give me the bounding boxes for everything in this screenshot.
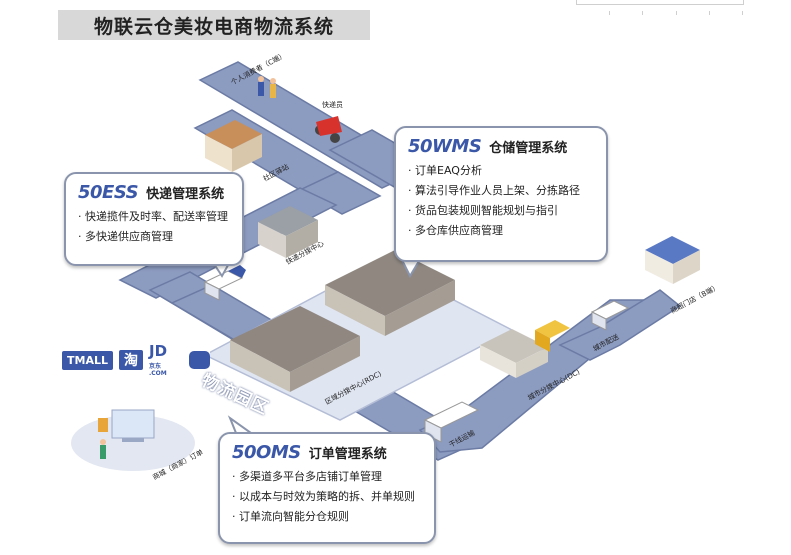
merchant-order-platform — [71, 409, 195, 471]
jd-logo-text: JD — [148, 342, 168, 360]
list-item: 订单流向智能分仓规则 — [232, 507, 422, 527]
oms-brand: 50OMS — [232, 442, 301, 463]
delivery-truck-1 — [203, 265, 246, 301]
courier-label: 快递员 — [322, 101, 343, 109]
dc-warehouse — [480, 329, 548, 378]
trunk-truck — [423, 401, 480, 443]
jd-logo-com: .COM — [148, 369, 167, 377]
wms-title: 仓储管理系统 — [489, 141, 568, 156]
delivery-truck-2 — [590, 300, 630, 331]
pinduoduo-logo — [189, 351, 210, 369]
jd-logo-cn: 京东 — [148, 362, 161, 370]
retail-store-building — [645, 236, 700, 284]
list-item: 货品包装规则智能规划与指引 — [408, 201, 594, 221]
oms-feature-list: 多渠道多平台多店铺订单管理 以成本与时效为策略的拆、并单规则 订单流向智能分仓规… — [232, 467, 422, 527]
community-station-building — [205, 120, 262, 172]
rdc-warehouse-1 — [230, 306, 360, 392]
ess-brand: 50ESS — [78, 182, 139, 203]
list-item: 以成本与时效为策略的拆、并单规则 — [232, 487, 422, 507]
list-item: 快递揽件及时率、配送率管理 — [78, 207, 230, 227]
express-center-building — [258, 206, 318, 258]
list-item: 多渠道多平台多店铺订单管理 — [232, 467, 422, 487]
courier-scooter — [315, 116, 342, 143]
list-item: 多仓库供应商管理 — [408, 221, 594, 241]
oms-callout: 50OMS 订单管理系统 多渠道多平台多店铺订单管理 以成本与时效为策略的拆、并… — [218, 432, 436, 544]
ess-title: 快递管理系统 — [146, 187, 225, 202]
ess-callout: 50ESS 快递管理系统 快递揽件及时率、配送率管理 多快递供应商管理 — [64, 172, 244, 266]
oms-title: 订单管理系统 — [308, 447, 387, 462]
wms-feature-list: 订单EAQ分析 算法引导作业人员上架、分拣路径 货品包装规则智能规划与指引 多仓… — [408, 161, 594, 241]
top-right-table-fragment — [576, 0, 744, 15]
ess-feature-list: 快递揽件及时率、配送率管理 多快递供应商管理 — [78, 207, 230, 247]
taobao-logo: 淘 — [118, 350, 143, 370]
forklift-truck — [535, 320, 570, 352]
ecommerce-platform-logos: TMALL 淘 JD 京东.COM — [62, 342, 210, 377]
wms-brand: 50WMS — [408, 136, 482, 157]
list-item: 多快递供应商管理 — [78, 227, 230, 247]
tmall-logo: TMALL — [62, 350, 113, 370]
page-title: 物联云仓美妆电商物流系统 — [58, 10, 370, 40]
wms-callout: 50WMS 仓储管理系统 订单EAQ分析 算法引导作业人员上架、分拣路径 货品包… — [394, 126, 608, 262]
jd-logo: JD 京东.COM — [149, 342, 183, 378]
rdc-warehouse-2 — [325, 250, 455, 336]
list-item: 订单EAQ分析 — [408, 161, 594, 181]
customer-figures — [258, 76, 276, 98]
list-item: 算法引导作业人员上架、分拣路径 — [408, 181, 594, 201]
